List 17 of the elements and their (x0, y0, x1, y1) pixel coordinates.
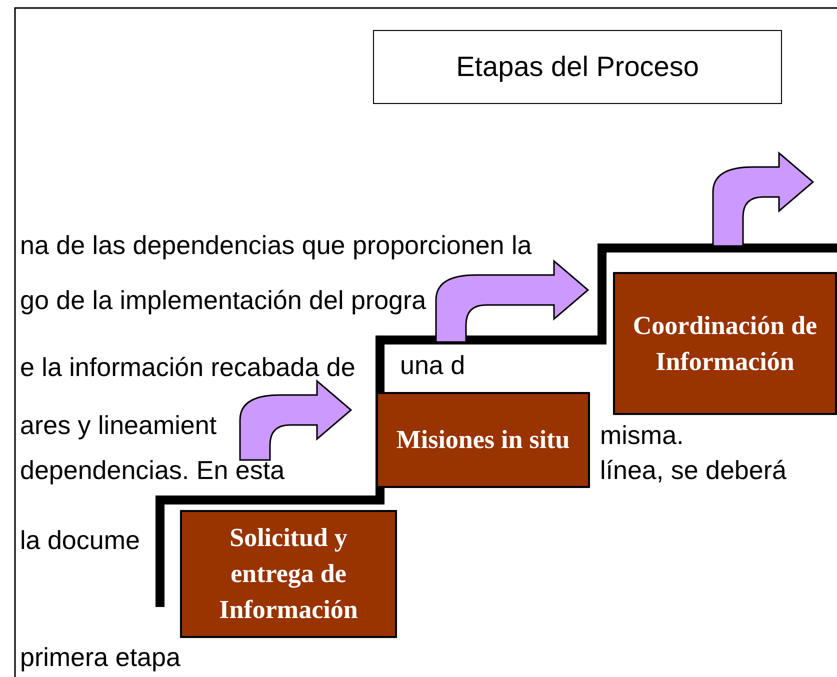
body-text-fragment: dependencias. En esta (20, 455, 285, 485)
body-text-fragment: misma. (600, 420, 684, 450)
body-text-fragment: línea, se deberá (600, 455, 786, 485)
title-box: Etapas del Proceso (373, 30, 782, 104)
curved-arrow (435, 260, 589, 343)
body-text-fragment: go de la implementación del progra (20, 285, 426, 315)
body-text-fragment: una d (400, 350, 466, 380)
curved-arrow (239, 380, 352, 461)
body-text-fragment: primera etapa (20, 642, 180, 672)
stage-box: Coordinación de Información (613, 272, 837, 415)
body-text-fragment: e la información recabada de (20, 352, 356, 382)
stage-box: Misiones in situ (376, 392, 590, 488)
body-text-fragment: la docume (20, 525, 140, 555)
body-text-fragment: ares y lineamient (20, 410, 217, 440)
curved-arrow (712, 152, 814, 247)
stage-box: Solicitud y entrega de Información (180, 510, 397, 638)
body-text-fragment: na de las dependencias que proporcionen la (20, 230, 532, 260)
